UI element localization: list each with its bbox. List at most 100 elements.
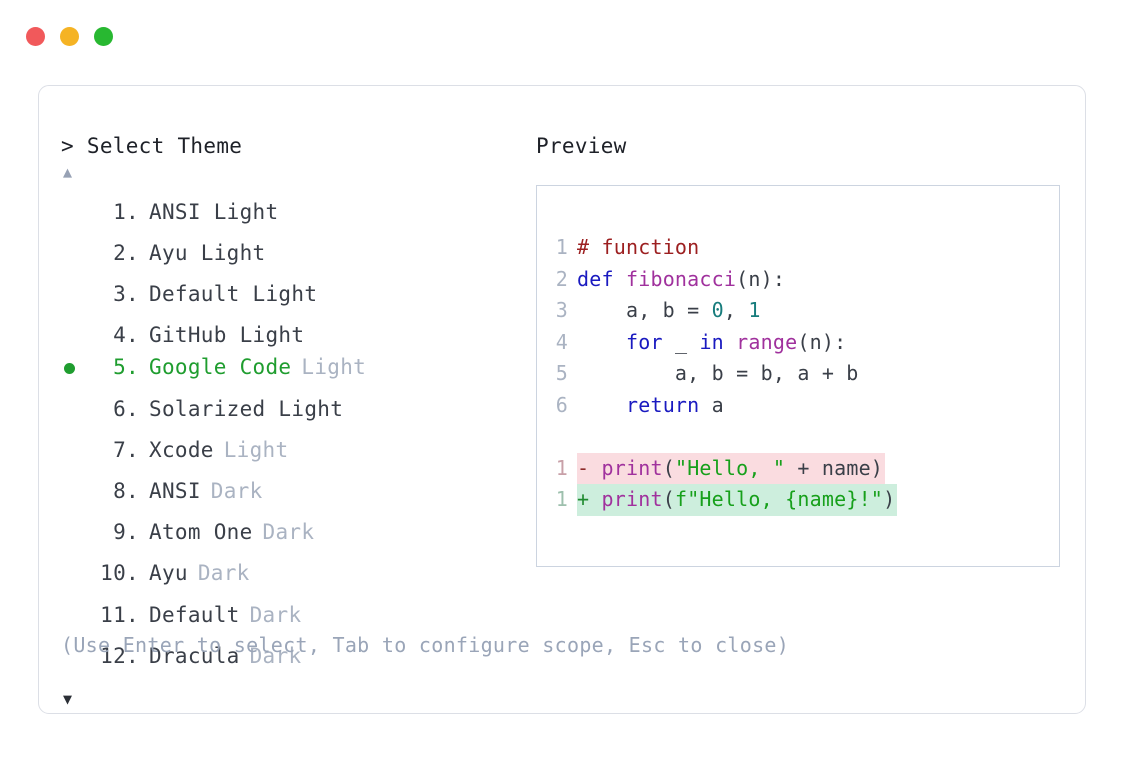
code-line: 1 # function <box>537 232 1059 264</box>
theme-list-item[interactable]: 3. Default Light <box>61 269 531 310</box>
diff-line-del: 1 - print("Hello, " + name) <box>537 452 1059 484</box>
code-line-text: a, b = b, a + b <box>577 358 859 390</box>
selection-bullet-cell <box>61 269 91 301</box>
theme-item-index: 12. <box>100 643 139 668</box>
code-token: a, b = b, a + b <box>577 361 859 385</box>
theme-item-index: 11. <box>100 602 139 627</box>
theme-item-index: 4. <box>113 323 139 348</box>
code-token: "Hello, " <box>674 455 786 480</box>
line-number: 1 <box>555 235 568 259</box>
theme-item-index: 6. <box>113 396 139 421</box>
theme-item-name: Ayu Light <box>149 240 266 265</box>
code-token: a <box>699 392 724 417</box>
theme-list-item[interactable]: 8. ANSI Dark <box>61 466 531 507</box>
theme-item-variant: Dark <box>262 520 315 545</box>
minimize-button[interactable] <box>60 27 79 46</box>
code-line: 3 a, b = 0, 1 <box>537 295 1059 327</box>
theme-list-item[interactable]: 7. Xcode Light <box>61 425 531 466</box>
maximize-button[interactable] <box>94 27 113 46</box>
theme-item-index: 3. <box>113 281 139 306</box>
code-token: ) <box>883 487 896 511</box>
code-token: for <box>625 329 663 354</box>
theme-selector-card: > Select Theme ▲ 1. ANSI Light 2. Ayu Light… <box>38 85 1086 714</box>
theme-item-index: 7. <box>113 437 139 462</box>
scroll-down-icon[interactable]: ▼ <box>63 690 73 709</box>
code-line-text: def fibonacci(n): <box>577 264 785 296</box>
code-token: ( <box>662 487 675 511</box>
theme-item-variant: Light <box>301 354 367 379</box>
theme-item-index: 1. <box>113 199 139 224</box>
selection-bullet-cell <box>61 549 91 581</box>
selection-bullet-cell <box>61 590 91 622</box>
line-number: 5 <box>555 361 568 385</box>
theme-item-variant: Dark <box>197 561 250 586</box>
theme-item-name: Default <box>149 602 240 627</box>
code-token: return <box>625 392 700 417</box>
code-token: in <box>699 329 724 354</box>
theme-item-index: 5. <box>113 354 139 379</box>
code-token: print <box>601 487 663 511</box>
selection-bullet-cell <box>61 352 91 384</box>
code-token: 1 <box>748 298 761 322</box>
theme-item-name: Dracula <box>149 643 240 668</box>
theme-item-name: Default Light <box>149 281 318 306</box>
code-token: # function <box>577 235 700 259</box>
page-title: > Select Theme <box>61 134 243 158</box>
theme-item-name: Ayu <box>149 561 188 586</box>
diff-line-text: + print(f"Hello, {name}!") <box>577 484 898 516</box>
theme-item-name: GitHub Light <box>149 323 305 348</box>
selection-bullet-cell <box>61 311 91 343</box>
code-line-text: a, b = 0, 1 <box>577 295 761 327</box>
code-token: + name) <box>785 455 884 480</box>
diff-line-text: - print("Hello, " + name) <box>577 452 886 484</box>
theme-item-name: ANSI <box>149 479 201 504</box>
theme-item-name: ANSI Light <box>149 199 279 224</box>
code-token: (n): <box>797 329 847 354</box>
theme-list-item[interactable]: 6. Solarized Light <box>61 384 531 425</box>
theme-item-index: 9. <box>113 520 139 545</box>
line-number: 3 <box>555 298 568 322</box>
theme-list-item[interactable]: 2. Ayu Light <box>61 228 531 269</box>
code-line: 4 for _ in range(n): <box>537 327 1059 359</box>
theme-list-item[interactable]: 4. GitHub Light <box>61 311 531 352</box>
code-token <box>724 330 736 354</box>
selection-bullet-cell <box>61 384 91 416</box>
code-token: (n): <box>736 266 786 291</box>
code-spacer <box>537 421 1059 453</box>
theme-item-index: 8. <box>113 479 139 504</box>
code-token: range <box>736 329 798 354</box>
line-number: 2 <box>555 266 568 291</box>
code-line-text: return a <box>577 390 724 422</box>
code-token: f"Hello, {name}!" <box>674 487 884 511</box>
theme-item-name: Google Code <box>149 354 292 379</box>
diff-line-add: 1+ print(f"Hello, {name}!") <box>537 484 1059 516</box>
theme-item-name: Solarized Light <box>149 396 344 421</box>
theme-item-index: 2. <box>113 240 139 265</box>
selected-bullet-icon <box>64 362 75 374</box>
line-number: 4 <box>555 329 568 354</box>
code-line: 2 def fibonacci(n): <box>537 264 1059 296</box>
theme-list-item[interactable]: 1. ANSI Light <box>61 187 531 228</box>
theme-item-variant: Light <box>223 437 289 462</box>
code-token: a, b = <box>577 298 712 322</box>
close-button[interactable] <box>26 27 45 46</box>
line-number: 6 <box>555 392 568 417</box>
scroll-up-icon[interactable]: ▲ <box>63 163 73 181</box>
line-number: 1 <box>555 455 568 480</box>
code-token: _ <box>662 329 700 354</box>
theme-item-variant: Dark <box>210 479 263 504</box>
theme-list-item[interactable]: 5. Google Code Light <box>61 352 531 384</box>
selection-bullet-cell <box>61 466 91 498</box>
selection-bullet-cell <box>61 228 91 260</box>
selection-bullet-cell <box>61 508 91 540</box>
preview-label: Preview <box>536 134 627 158</box>
theme-item-name: Xcode <box>149 437 214 462</box>
